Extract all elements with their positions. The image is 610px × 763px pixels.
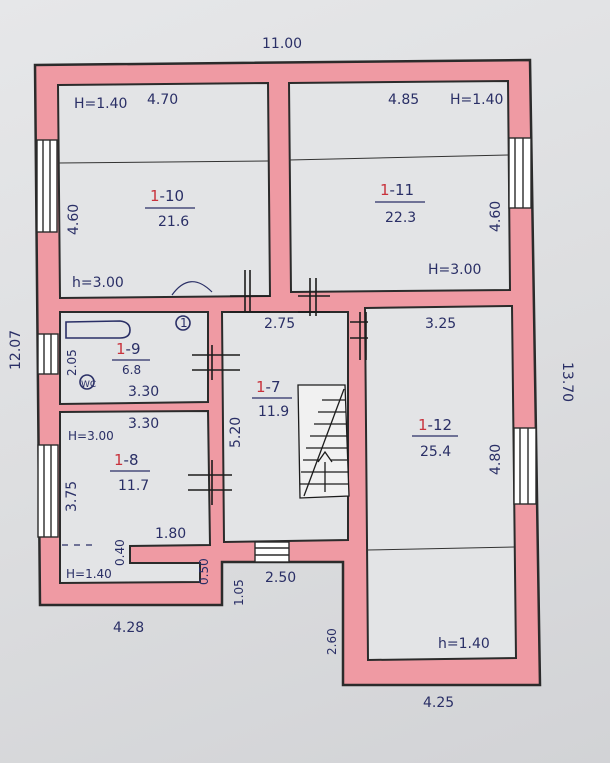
room-1-9-number: 1-9: [116, 340, 141, 358]
room-1-8-depth: 3.75: [64, 481, 80, 512]
room-1-12-width: 3.25: [425, 316, 456, 332]
window-bottom-corridor: [254, 541, 290, 563]
dim-right-height: 13.70: [559, 362, 575, 402]
room-1-12-area: 25.4: [420, 444, 451, 460]
room-1-12-labels: 3.25 1-12 25.4 4.80 h=1.40: [412, 316, 504, 652]
room-1-8-h-label: H=3.00: [68, 429, 114, 443]
window-left-low: [37, 444, 59, 538]
room-1-10-depth: 4.60: [66, 204, 82, 235]
room-1-10-area: 21.6: [158, 214, 189, 230]
dim-bottom-right: 4.25: [423, 695, 454, 711]
room-1-12-number: 1-12: [418, 416, 452, 434]
window-right-top: [508, 137, 532, 209]
room-1-8-area: 11.7: [118, 478, 149, 494]
dim-stub-0-50: 0.50: [197, 558, 211, 585]
dim-bottom-left: 4.28: [113, 620, 144, 636]
room-1-7-number: 1-7: [256, 378, 281, 396]
room-1-8-width: 3.30: [128, 416, 159, 432]
room-1-8[interactable]: [59, 409, 212, 585]
room-1-7-labels: 1-7 11.9: [252, 378, 292, 420]
room-1-10-h-label-2: h=3.00: [72, 275, 124, 291]
room-1-11-h-label-2: H=3.00: [428, 262, 481, 278]
room-1-9-width: 3.30: [128, 384, 159, 400]
room-1-11-depth: 4.60: [488, 201, 504, 232]
sink-fixture: [175, 315, 191, 331]
room-1-11-width: 4.85: [388, 92, 419, 108]
room-1-10-line: [57, 160, 269, 164]
room-1-11-labels: 4.85 H=1.40 1-11 22.3 4.60 H=3.00: [375, 92, 504, 278]
dim-corridor-top: 2.75: [264, 316, 295, 332]
door-marks: [188, 270, 368, 505]
room-1-8-inner: 1.80: [155, 526, 186, 542]
dim-left-height: 12.07: [8, 330, 24, 370]
room-1-9[interactable]: [59, 311, 209, 406]
room-1-10-width: 4.70: [147, 92, 178, 108]
room-1-8-labels: 3.30 H=3.00 1-8 11.7 3.75 1.80 H=1.40: [62, 416, 186, 581]
room-1-11-area: 22.3: [385, 210, 416, 226]
dim-top-width: 11.00: [262, 36, 302, 52]
room-1-8-number: 1-8: [114, 451, 139, 469]
room-1-10-labels: H=1.40 4.70 4.60 1-10 21.6 h=3.00: [66, 92, 213, 296]
room-1-12-h-label: h=1.40: [438, 636, 490, 652]
room-1-12[interactable]: [363, 304, 518, 662]
room-1-10-number: 1-10: [150, 187, 184, 205]
room-1-9-fixture-mark: 1: [180, 316, 188, 330]
room-1-9-wc-mark: WC: [81, 380, 96, 390]
room-1-9-labels: 1 2.05 1-9 6.8 3.30 WC: [65, 316, 188, 400]
room-1-8-h-label-2: H=1.40: [66, 567, 112, 581]
dim-stub-0-40: 0.40: [113, 539, 127, 566]
room-1-7-area: 11.9: [258, 404, 289, 420]
room-1-11[interactable]: [287, 79, 512, 294]
dim-right-wing-step: 2.60: [325, 628, 339, 655]
window-right-mid: [513, 427, 537, 505]
dimensions: 11.00 12.07 13.70 4.28 4.25 1.05 2.50 2.…: [8, 36, 575, 711]
room-1-11-h-label: H=1.40: [450, 92, 503, 108]
dim-corridor-bottom: 2.50: [265, 570, 296, 586]
windows: [36, 137, 537, 563]
dim-corridor-height: 5.20: [228, 417, 244, 448]
room-1-10-h-label: H=1.40: [74, 96, 127, 112]
room-1-9-depth: 2.05: [65, 349, 79, 376]
room-1-12-depth: 4.80: [488, 444, 504, 475]
bathtub-fixture: [65, 315, 191, 390]
staircase: [297, 384, 350, 499]
dim-bottom-step: 1.05: [232, 579, 246, 606]
room-1-11-number: 1-11: [380, 181, 414, 199]
room-1-9-area: 6.8: [122, 363, 141, 377]
window-left-top: [36, 139, 58, 233]
room-1-12-line: [366, 546, 515, 551]
window-left-mid: [37, 333, 59, 375]
toilet-fixture: [79, 374, 95, 390]
room-1-11-line: [288, 154, 509, 161]
